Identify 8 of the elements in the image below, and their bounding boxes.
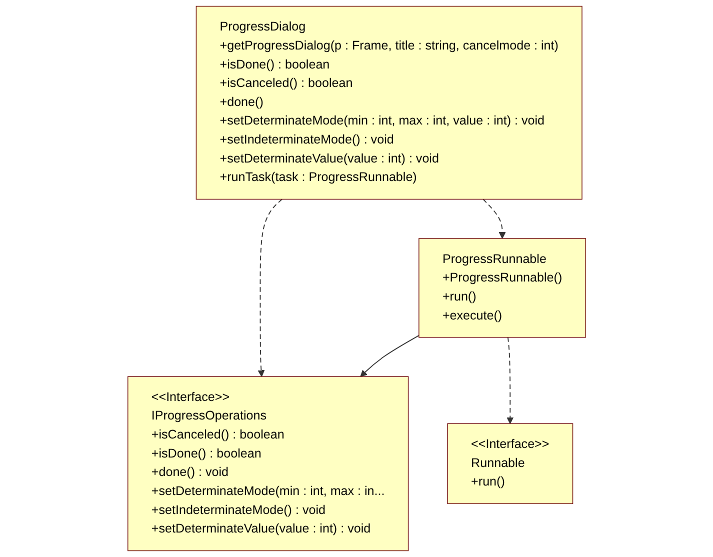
- node-box: ProgressRunnable +ProgressRunnable() +run() +execute(): [418, 238, 586, 338]
- node-box: ProgressDialog +getProgressDialog(p : Frame, title : string, cancelmode : int) +isDone() : boolean +isCanceled() : boolean +done() +setDeterminateMode(min : int, max : int, value : int) : void +setIndeterminateMode() : void +setDeterminateValue(value : int) : void +runTask(task : ProgressRunnable): [196, 6, 582, 200]
- arrow: [506, 336, 514, 424]
- arrow: [482, 198, 506, 239]
- arrow: [360, 335, 420, 377]
- arrow: [258, 198, 282, 377]
- node-box: <<Interface>> Runnable +run(): [446, 423, 573, 504]
- node-box: <<Interface>> IProgressOperations +isCanceled() : boolean +isDone() : boolean +done() : void +setDeterminateMode(min : int, max : in... +setIndeterminateMode() : void +setDeterminateValue(value : int) : void: [127, 376, 408, 552]
